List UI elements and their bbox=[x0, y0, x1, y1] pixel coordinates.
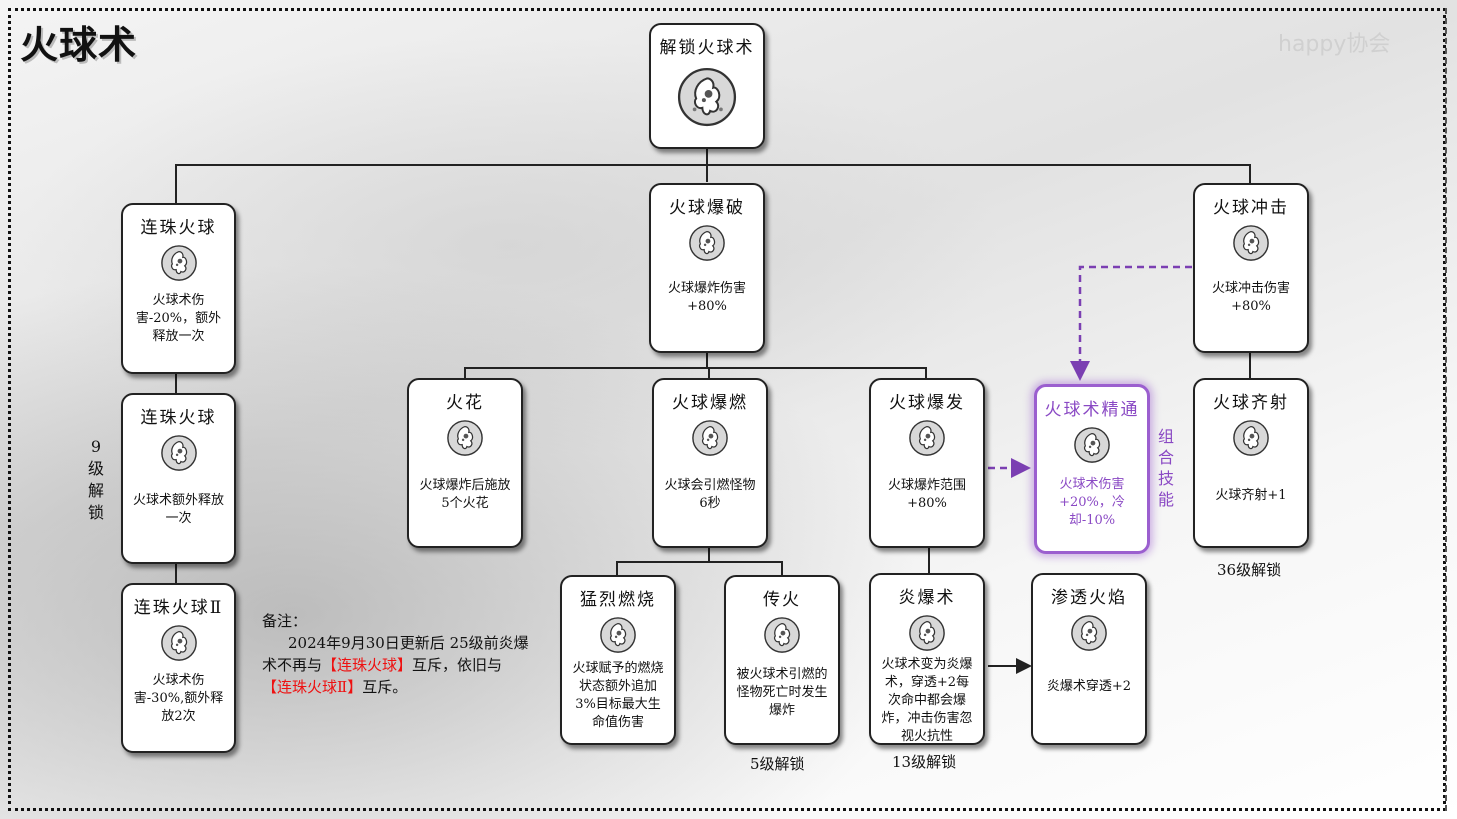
node-desc: 火球术伤害+20%，冷却-10% bbox=[1059, 477, 1125, 528]
unlock-level-5-label: 5级解锁 bbox=[750, 755, 805, 773]
fireball-icon bbox=[1233, 225, 1269, 261]
fireball-icon bbox=[692, 420, 728, 456]
node-desc: 火球术伤害-20%，额外释放一次 bbox=[135, 293, 222, 344]
fireball-icon bbox=[160, 625, 197, 661]
node-pyroblast[interactable]: 炎爆术 火球术变为炎爆术，穿透+2每次命中都会爆炸，冲击伤害忽视火抗性 bbox=[869, 573, 985, 745]
note-text-a: 2024年9月30日更新后 25级前炎爆术不再与 bbox=[262, 634, 529, 674]
node-unlock-fireball[interactable]: 解锁火球术 bbox=[649, 23, 765, 149]
node-desc: 火球冲击伤害+80% bbox=[1211, 281, 1290, 314]
note-link-chain-fireball: 【连珠火球】 bbox=[322, 656, 413, 674]
fireball-icon bbox=[909, 420, 945, 456]
note-body: 2024年9月30日更新后 25级前炎爆术不再与【连珠火球】互斥，依旧与【连珠火… bbox=[262, 632, 532, 698]
node-fireball-impact[interactable]: 火球冲击 火球冲击伤害+80% bbox=[1193, 183, 1309, 353]
node-name: 火球爆破 bbox=[669, 198, 745, 218]
node-chain-fireball-3[interactable]: 连珠火球Ⅱ 火球术伤害-30%,额外释放2次 bbox=[121, 583, 236, 753]
note-text-b: 互斥，依旧与 bbox=[412, 656, 503, 674]
node-desc: 火球爆炸范围+80% bbox=[887, 478, 966, 511]
fireball-icon bbox=[689, 225, 725, 261]
node-name: 火球齐射 bbox=[1213, 393, 1289, 413]
node-fireball-volley[interactable]: 火球齐射 火球齐射+1 bbox=[1193, 378, 1309, 548]
node-name: 传火 bbox=[763, 590, 801, 610]
node-desc: 火球会引燃怪物6秒 bbox=[664, 478, 756, 511]
node-fireball-ignite[interactable]: 火球爆燃 火球会引燃怪物6秒 bbox=[652, 378, 768, 548]
fireball-icon bbox=[677, 67, 737, 127]
unlock-level-9-label: 9级解锁 bbox=[87, 437, 104, 522]
connector-blast-children bbox=[464, 352, 927, 378]
node-name: 火花 bbox=[446, 393, 484, 413]
node-desc: 火球赋予的燃烧状态额外追加3%目标最大生命值伤害 bbox=[572, 661, 664, 730]
fireball-icon bbox=[1071, 615, 1107, 651]
node-name: 连珠火球 bbox=[140, 408, 217, 428]
fireball-icon bbox=[160, 435, 197, 471]
fireball-icon bbox=[764, 617, 800, 653]
node-fireball-blast[interactable]: 火球爆破 火球爆炸伤害+80% bbox=[649, 183, 765, 353]
combo-arrow-impact-mastery bbox=[1070, 265, 1192, 381]
fireball-icon bbox=[600, 617, 636, 653]
node-fire-spread[interactable]: 传火 被火球术引燃的怪物死亡时发生爆炸 bbox=[724, 575, 840, 745]
watermark: happy协会 bbox=[1278, 32, 1391, 57]
node-name: 渗透火焰 bbox=[1051, 588, 1127, 608]
fireball-icon bbox=[1074, 427, 1110, 463]
page-title: 火球术 bbox=[20, 23, 138, 67]
node-name: 火球冲击 bbox=[1213, 198, 1289, 218]
fireball-icon bbox=[447, 420, 483, 456]
note-link-chain-fireball-2: 【连珠火球Ⅱ】 bbox=[262, 678, 363, 696]
fireball-icon bbox=[1233, 420, 1269, 456]
unlock-level-36-label: 36级解锁 bbox=[1217, 561, 1282, 579]
connector-root-level1 bbox=[175, 148, 1251, 203]
node-name: 火球爆燃 bbox=[672, 393, 748, 413]
node-desc: 火球齐射+1 bbox=[1215, 488, 1287, 503]
node-fireball-mastery[interactable]: 火球术精通 火球术伤害+20%，冷却-10% bbox=[1034, 384, 1150, 554]
fireball-icon bbox=[160, 245, 197, 281]
combo-skill-label: 组合技能 bbox=[1157, 427, 1174, 509]
connector-ignite-children bbox=[616, 548, 783, 575]
page-edge bbox=[1445, 8, 1451, 811]
node-chain-fireball-1[interactable]: 连珠火球 火球术伤害-20%，额外释放一次 bbox=[121, 203, 236, 374]
node-desc: 火球术额外释放一次 bbox=[132, 493, 224, 526]
node-fierce-burn[interactable]: 猛烈燃烧 火球赋予的燃烧状态额外追加3%目标最大生命值伤害 bbox=[560, 575, 676, 745]
node-name: 猛烈燃烧 bbox=[580, 590, 656, 610]
node-spark[interactable]: 火花 火球爆炸后施放5个火花 bbox=[407, 378, 523, 548]
node-penetrating-flame[interactable]: 渗透火焰 炎爆术穿透+2 bbox=[1031, 573, 1147, 745]
node-name: 火球术精通 bbox=[1044, 400, 1140, 420]
node-name: 火球爆发 bbox=[889, 393, 965, 413]
node-name: 解锁火球术 bbox=[659, 38, 755, 58]
node-name: 炎爆术 bbox=[898, 588, 956, 608]
node-desc: 火球术变为炎爆术，穿透+2每次命中都会爆炸，冲击伤害忽视火抗性 bbox=[881, 657, 973, 744]
node-desc: 火球爆炸后施放5个火花 bbox=[419, 478, 511, 511]
node-desc: 被火球术引燃的怪物死亡时发生爆炸 bbox=[736, 667, 828, 718]
node-name: 连珠火球Ⅱ bbox=[133, 598, 224, 618]
node-fireball-burst[interactable]: 火球爆发 火球爆炸范围+80% bbox=[869, 378, 985, 548]
node-desc: 炎爆术穿透+2 bbox=[1046, 679, 1132, 694]
node-desc: 火球术伤害-30%,额外释放2次 bbox=[133, 673, 224, 724]
note-text-c: 互斥。 bbox=[362, 678, 408, 696]
node-name: 连珠火球 bbox=[140, 218, 217, 238]
fireball-icon bbox=[909, 615, 945, 651]
node-desc: 火球爆炸伤害+80% bbox=[667, 281, 746, 314]
dotted-frame bbox=[8, 8, 1446, 811]
unlock-level-13-label: 13级解锁 bbox=[892, 753, 957, 771]
note-heading: 备注： bbox=[262, 612, 308, 630]
remark-note: 备注： 2024年9月30日更新后 25级前炎爆术不再与【连珠火球】互斥，依旧与… bbox=[262, 610, 532, 698]
node-chain-fireball-2[interactable]: 连珠火球 火球术额外释放一次 bbox=[121, 393, 236, 564]
